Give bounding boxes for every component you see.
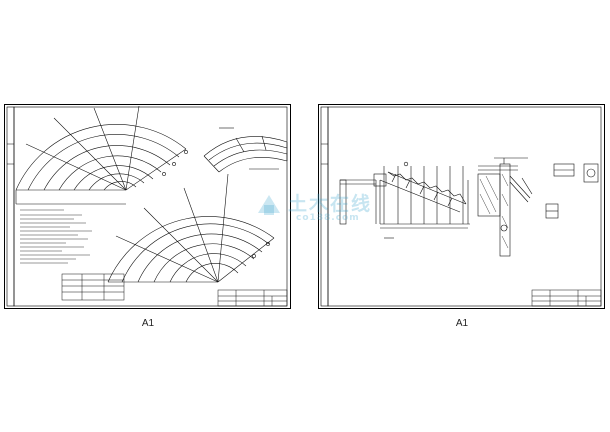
notes-table [61,273,125,301]
general-notes-block [20,209,92,264]
sheet-left-drawing [4,104,291,309]
sheet-caption-left: A1 [141,318,155,329]
sheet-caption-right: A1 [455,318,469,329]
stair-detail-isometric [203,127,288,173]
title-block [217,289,288,307]
section-detail [477,157,533,257]
fan-plan-lower [107,173,275,283]
title-block [531,289,602,307]
connection-detail [545,163,599,219]
sheet-right-drawing [318,104,605,309]
stair-elevation [339,161,470,239]
drawing-sheet-left[interactable] [4,104,291,309]
drawing-sheet-right[interactable] [318,104,605,309]
fan-plan-upper [15,105,188,205]
